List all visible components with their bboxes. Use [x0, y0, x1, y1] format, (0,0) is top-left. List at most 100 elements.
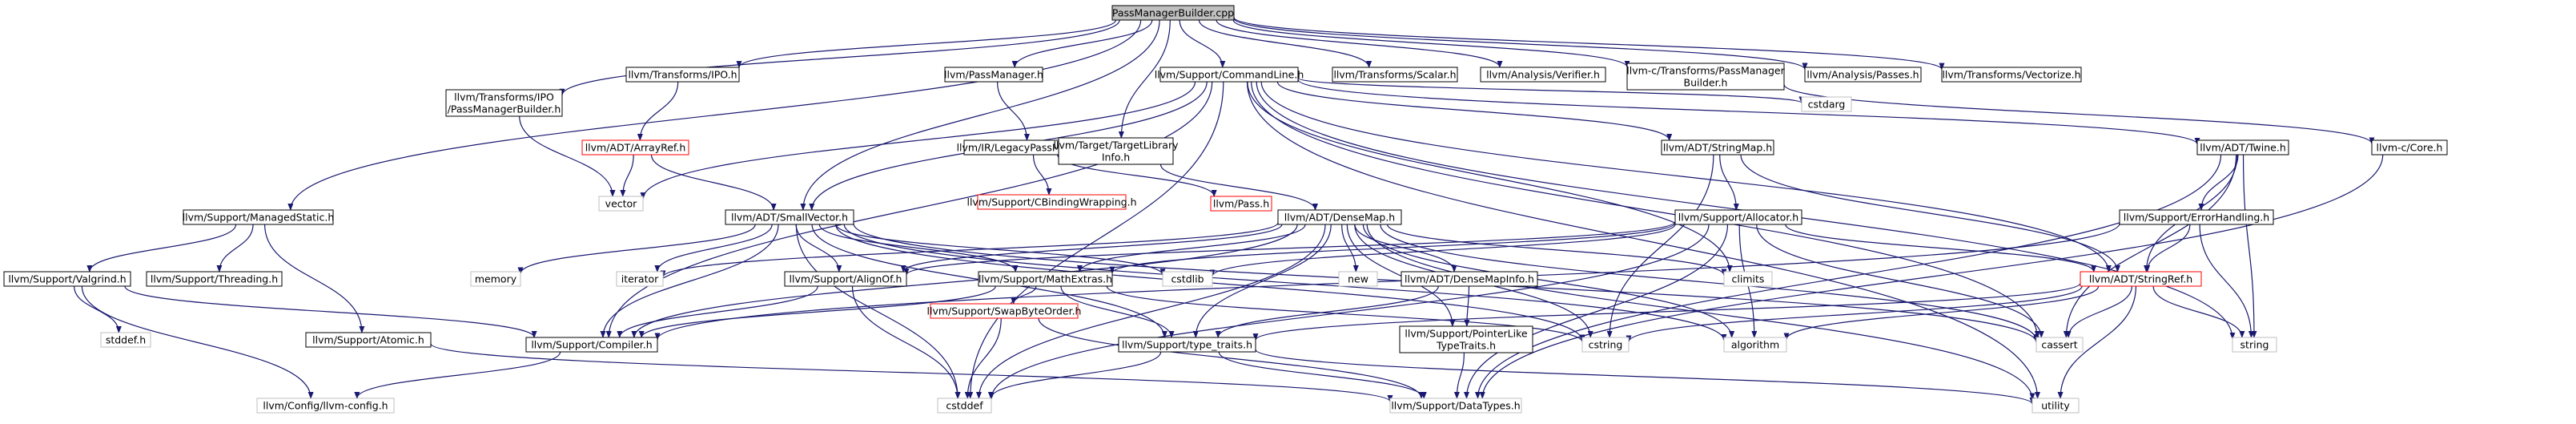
edge-managedstatic-to-threading [216, 224, 254, 273]
node-label-cmdline: llvm/Support/CommandLine.h [1155, 69, 1304, 81]
node-label-passmgr: llvm/PassManager.h [944, 69, 1043, 81]
edge-managedstatic-to-valgrind [86, 224, 237, 273]
node-cbinding[interactable]: llvm/Support/CBindingWrapping.h [967, 194, 1137, 210]
node-box-passes [1804, 67, 1922, 83]
node-ipopmb[interactable]: llvm/Transforms/IPO/PassManagerBuilder.h [445, 89, 563, 117]
node-vectorize[interactable]: llvm/Transforms/Vectorize.h [1941, 67, 2082, 83]
node-label-cstdarg: cstdarg [1808, 99, 1846, 111]
node-label-datatypes: llvm/Support/DataTypes.h [1391, 400, 1520, 412]
node-label-string: string [2240, 339, 2269, 351]
node-label-climits: climits [1732, 273, 1765, 285]
edge-smallvector-to-cstdlib [835, 224, 1166, 277]
node-cassert: cassert [2035, 337, 2084, 353]
node-box-vector [598, 196, 644, 212]
edge-densemap-to-mathextras [1077, 224, 1306, 273]
node-cstddef: cstddef [937, 398, 992, 414]
node-cmdline[interactable]: llvm/Support/CommandLine.h [1155, 67, 1304, 83]
node-arrayref[interactable]: llvm/ADT/ArrayRef.h [581, 139, 689, 155]
edge-stringref-to-string [2152, 285, 2245, 338]
node-box-memory [470, 271, 521, 287]
node-label-ipo: llvm/Transforms/IPO.h [628, 69, 737, 81]
edge-root-to-managedstatic [287, 19, 1142, 211]
edge-stringref-to-utility [2057, 285, 2137, 399]
edge-smallvector-to-alignof [795, 224, 842, 273]
edge-smallvector-to-algorithm [843, 224, 1727, 341]
edge-ipo-to-arrayref [637, 81, 679, 141]
node-stringref[interactable]: llvm/ADT/StringRef.h [2080, 271, 2202, 287]
node-box-threading [146, 271, 283, 287]
node-box-atomic [305, 332, 432, 348]
node-label-twine: llvm/ADT/Twine.h [2200, 142, 2286, 154]
edge-typetraits-to-datatypes [1218, 351, 1427, 399]
node-box-scalar [1332, 67, 1458, 83]
node-box-ctpmb [1626, 63, 1785, 91]
edge-cmdline-to-cstddef [967, 81, 1224, 399]
node-label-targetlib-line-2: Info.h [1102, 151, 1130, 164]
node-box-stddef [100, 332, 151, 348]
node-twine[interactable]: llvm/ADT/Twine.h [2196, 139, 2289, 155]
edge-root-to-passmgr [1011, 19, 1153, 68]
node-box-cstdarg [1801, 96, 1852, 112]
node-label-swapbyteorder: llvm/Support/SwapByteOrder.h [927, 305, 1082, 317]
edge-managedstatic-to-atomic [263, 224, 365, 333]
node-box-iterator [616, 271, 664, 287]
node-verifier[interactable]: llvm/Analysis/Verifier.h [1480, 67, 1606, 83]
node-climits: climits [1723, 271, 1773, 287]
node-threading[interactable]: llvm/Support/Threading.h [146, 271, 283, 287]
node-label-alignof: llvm/Support/AlignOf.h [790, 273, 902, 285]
node-mathextras[interactable]: llvm/Support/MathExtras.h [978, 271, 1113, 287]
node-root[interactable]: PassManagerBuilder.cpp [1111, 5, 1235, 21]
edge-allocator-to-stringref [1785, 224, 2097, 273]
edge-mathextras-to-compiler [638, 285, 996, 338]
node-smallvector[interactable]: llvm/ADT/SmallVector.h [725, 209, 854, 225]
edge-densemap-to-typetraits [1192, 224, 1332, 338]
edge-typetraits-to-cstddef [987, 351, 1162, 399]
node-alignof[interactable]: llvm/Support/AlignOf.h [784, 271, 907, 287]
node-label-cstddef: cstddef [946, 400, 983, 412]
node-managedstatic[interactable]: llvm/Support/ManagedStatic.h [183, 209, 335, 225]
edge-stringref-to-typetraits [1252, 282, 2081, 341]
node-ctpmb[interactable]: llvm-c/Transforms/PassManagerBuilder.h [1626, 63, 1786, 91]
node-label-ctpmb-line-1: llvm-c/Transforms/PassManager [1626, 65, 1785, 77]
node-algorithm: algorithm [1723, 337, 1787, 353]
edge-swapbyteorder-to-datatypes [1038, 317, 1425, 399]
edge-smallvector-to-mathextras [818, 224, 1019, 273]
node-box-cstdlib [1162, 271, 1213, 287]
edge-mathextras-to-cstring [1106, 285, 1585, 343]
node-densemap[interactable]: llvm/ADT/DenseMap.h [1277, 209, 1402, 225]
node-box-alignof [784, 271, 907, 287]
node-layer: PassManagerBuilder.cpp llvm/Transforms/IP… [3, 5, 2448, 414]
node-compiler[interactable]: llvm/Support/Compiler.h [525, 337, 658, 353]
edge-smallvector-to-memory [517, 224, 756, 275]
node-label-cstdlib: cstdlib [1171, 273, 1204, 285]
node-allocator[interactable]: llvm/Support/Allocator.h [1674, 209, 1802, 225]
edge-arrayref-to-smallvector [650, 154, 777, 211]
edge-pointerlike-to-datatypes [1453, 352, 1465, 399]
node-box-allocator [1674, 209, 1802, 225]
node-scalar[interactable]: llvm/Transforms/Scalar.h [1332, 67, 1458, 83]
edge-twine-to-cassert [2063, 154, 2237, 338]
node-box-cstring [1581, 337, 1630, 353]
node-valgrind[interactable]: llvm/Support/Valgrind.h [3, 271, 131, 287]
edge-densemap-to-utility [1366, 224, 2035, 401]
node-stringmap[interactable]: llvm/ADT/StringMap.h [1661, 139, 1774, 155]
node-ccore[interactable]: llvm-c/Core.h [2371, 139, 2448, 155]
node-passmgr[interactable]: llvm/PassManager.h [944, 67, 1043, 83]
node-densemapinfo[interactable]: llvm/ADT/DenseMapInfo.h [1401, 271, 1538, 287]
node-box-cassert [2035, 337, 2084, 353]
node-atomic[interactable]: llvm/Support/Atomic.h [305, 332, 432, 348]
node-passes[interactable]: llvm/Analysis/Passes.h [1804, 67, 1922, 83]
edge-allocator-to-mathextras [1109, 222, 1676, 274]
node-swapbyteorder[interactable]: llvm/Support/SwapByteOrder.h [927, 303, 1082, 319]
node-typetraits[interactable]: llvm/Support/type_traits.h [1118, 337, 1256, 353]
edge-densemapinfo-to-typetraits [1215, 285, 1439, 338]
edge-cmdline-to-cstdarg [1297, 77, 1805, 104]
node-label-managedstatic: llvm/Support/ManagedStatic.h [183, 212, 335, 224]
node-label-errorhandling: llvm/Support/ErrorHandling.h [2124, 212, 2269, 224]
node-ipo[interactable]: llvm/Transforms/IPO.h [625, 67, 740, 83]
node-errorhandling[interactable]: llvm/Support/ErrorHandling.h [2119, 209, 2274, 225]
node-pass[interactable]: llvm/Pass.h [1210, 196, 1272, 212]
node-cstdarg: cstdarg [1801, 96, 1852, 112]
